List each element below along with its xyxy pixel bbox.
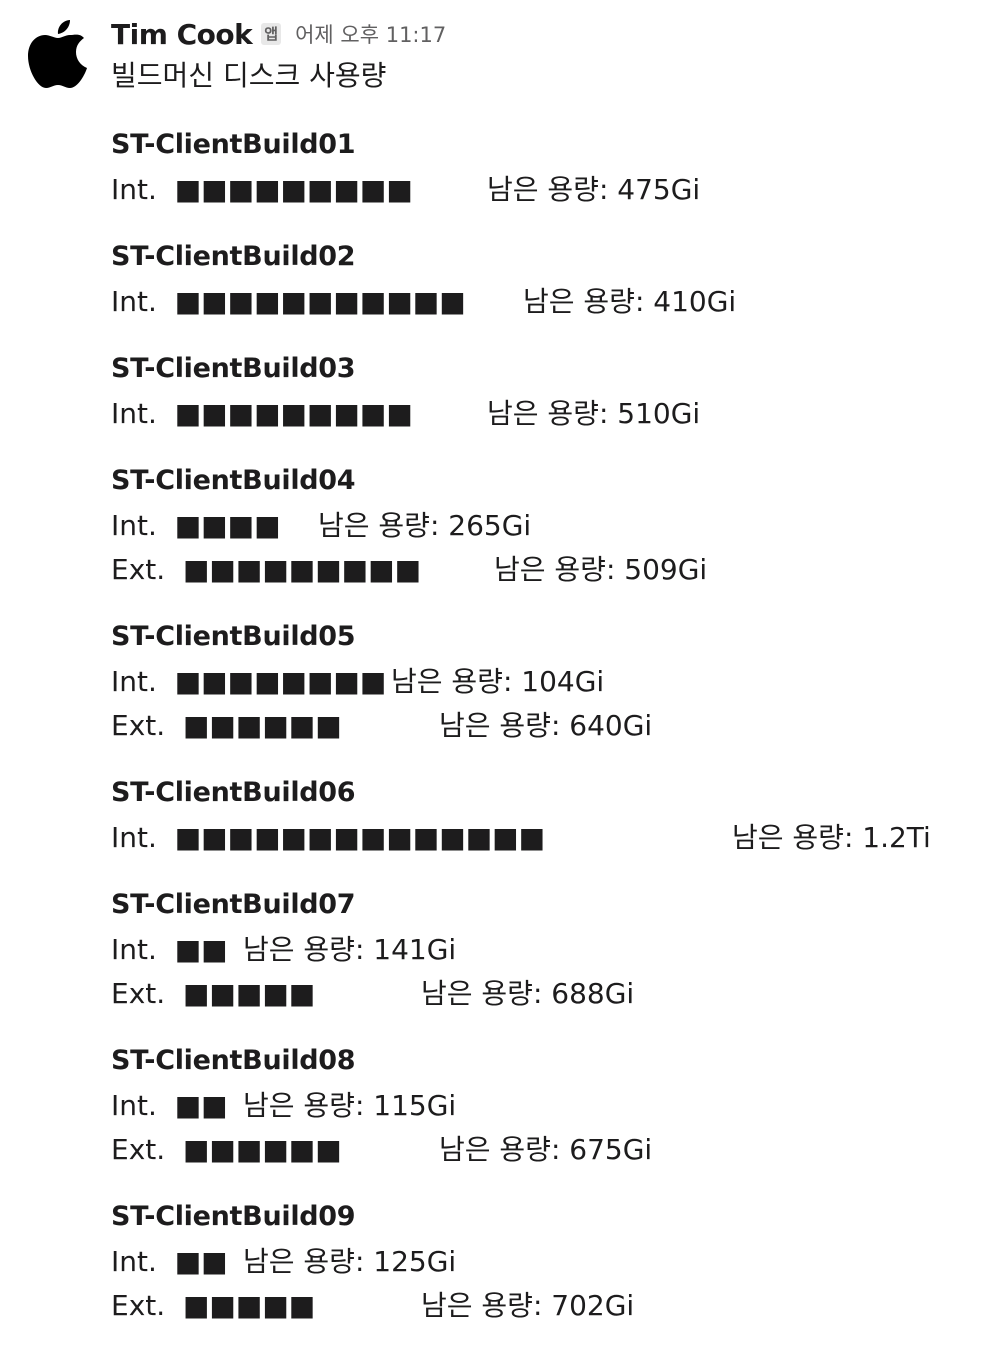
drive-row: Int. ■■■■■■■■ 남은 용량: 104Gi bbox=[111, 662, 604, 702]
drive-label: Ext. bbox=[111, 553, 175, 586]
machine-name: ST-ClientBuild07 bbox=[111, 889, 356, 920]
drive-row: Int. ■■ 남은 용량: 141Gi bbox=[111, 930, 456, 970]
remaining-capacity: 남은 용량: 141Gi bbox=[243, 933, 457, 966]
drive-label: Int. bbox=[111, 821, 166, 854]
remaining-capacity: 남은 용량: 125Gi bbox=[243, 1245, 457, 1278]
drive-label: Int. bbox=[111, 509, 166, 542]
usage-bar: ■■ bbox=[174, 1089, 228, 1122]
drive-row: Int. ■■ 남은 용량: 115Gi bbox=[111, 1086, 456, 1126]
sender-name[interactable]: Tim Cook bbox=[111, 17, 253, 51]
drive-row: Ext. ■■■■■ 남은 용량: 688Gi bbox=[111, 974, 634, 1014]
usage-bar: ■■■■■■ bbox=[182, 709, 342, 742]
drive-row: Int. ■■ 남은 용량: 125Gi bbox=[111, 1242, 456, 1282]
usage-bar: ■■ bbox=[174, 933, 228, 966]
usage-bar: ■■ bbox=[174, 1245, 228, 1278]
machine-name: ST-ClientBuild04 bbox=[111, 465, 356, 496]
drive-label: Int. bbox=[111, 173, 166, 206]
machine-name: ST-ClientBuild01 bbox=[111, 129, 356, 160]
remaining-capacity: 남은 용량: 509Gi bbox=[494, 553, 708, 586]
message-title: 빌드머신 디스크 사용량 bbox=[111, 59, 387, 92]
drive-row: Ext. ■■■■■■ 남은 용량: 640Gi bbox=[111, 706, 652, 746]
usage-bar: ■■■■■■■■■■■ bbox=[174, 285, 466, 318]
usage-bar: ■■■■■■■■■■■■■■ bbox=[174, 821, 546, 854]
drive-row: Ext. ■■■■■■■■■ 남은 용량: 509Gi bbox=[111, 550, 707, 590]
usage-bar: ■■■■■ bbox=[182, 1289, 316, 1322]
remaining-capacity: 남은 용량: 410Gi bbox=[523, 285, 737, 318]
drive-label: Int. bbox=[111, 285, 166, 318]
drive-row: Int. ■■■■■■■■■ 남은 용량: 510Gi bbox=[111, 394, 700, 434]
drive-row: Ext. ■■■■■■ 남은 용량: 675Gi bbox=[111, 1130, 652, 1170]
apple-logo-icon[interactable] bbox=[26, 16, 90, 92]
drive-label: Int. bbox=[111, 397, 166, 430]
usage-bar: ■■■■■■■■ bbox=[174, 665, 387, 698]
remaining-capacity: 남은 용량: 510Gi bbox=[487, 397, 701, 430]
drive-label: Ext. bbox=[111, 1289, 175, 1322]
machine-name: ST-ClientBuild09 bbox=[111, 1201, 356, 1232]
remaining-capacity: 남은 용량: 104Gi bbox=[391, 665, 605, 698]
drive-row: Int. ■■■■ 남은 용량: 265Gi bbox=[111, 506, 531, 546]
drive-label: Ext. bbox=[111, 1133, 175, 1166]
machine-name: ST-ClientBuild08 bbox=[111, 1045, 356, 1076]
usage-bar: ■■■■■■■■■ bbox=[174, 397, 413, 430]
machine-name: ST-ClientBuild03 bbox=[111, 353, 356, 384]
remaining-capacity: 남은 용량: 265Gi bbox=[318, 509, 532, 542]
drive-row: Int. ■■■■■■■■■■■ 남은 용량: 410Gi bbox=[111, 282, 736, 322]
drive-label: Int. bbox=[111, 933, 166, 966]
drive-row: Ext. ■■■■■ 남은 용량: 702Gi bbox=[111, 1286, 634, 1326]
drive-row: Int. ■■■■■■■■■ 남은 용량: 475Gi bbox=[111, 170, 700, 210]
app-badge: 앱 bbox=[261, 23, 282, 45]
remaining-capacity: 남은 용량: 675Gi bbox=[439, 1133, 653, 1166]
remaining-capacity: 남은 용량: 475Gi bbox=[487, 173, 701, 206]
drive-label: Int. bbox=[111, 1089, 166, 1122]
usage-bar: ■■■■■■ bbox=[182, 1133, 342, 1166]
message-timestamp[interactable]: 어제 오후 11:17 bbox=[295, 23, 447, 47]
drive-label: Int. bbox=[111, 665, 166, 698]
remaining-capacity: 남은 용량: 640Gi bbox=[439, 709, 653, 742]
machine-name: ST-ClientBuild05 bbox=[111, 621, 356, 652]
machine-name: ST-ClientBuild06 bbox=[111, 777, 356, 808]
remaining-capacity: 남은 용량: 688Gi bbox=[421, 977, 635, 1010]
drive-label: Ext. bbox=[111, 977, 175, 1010]
drive-label: Ext. bbox=[111, 709, 175, 742]
machine-name: ST-ClientBuild02 bbox=[111, 241, 356, 272]
usage-bar: ■■■■ bbox=[174, 509, 281, 542]
drive-label: Int. bbox=[111, 1245, 166, 1278]
remaining-capacity: 남은 용량: 1.2Ti bbox=[732, 821, 931, 854]
usage-bar: ■■■■■■■■■ bbox=[182, 553, 422, 586]
usage-bar: ■■■■■ bbox=[182, 977, 316, 1010]
remaining-capacity: 남은 용량: 702Gi bbox=[421, 1289, 635, 1322]
drive-row: Int. ■■■■■■■■■■■■■■ 남은 용량: 1.2Ti bbox=[111, 818, 931, 858]
usage-bar: ■■■■■■■■■ bbox=[174, 173, 413, 206]
message-header: Tim Cook 앱 어제 오후 11:17 bbox=[111, 14, 446, 54]
remaining-capacity: 남은 용량: 115Gi bbox=[243, 1089, 457, 1122]
